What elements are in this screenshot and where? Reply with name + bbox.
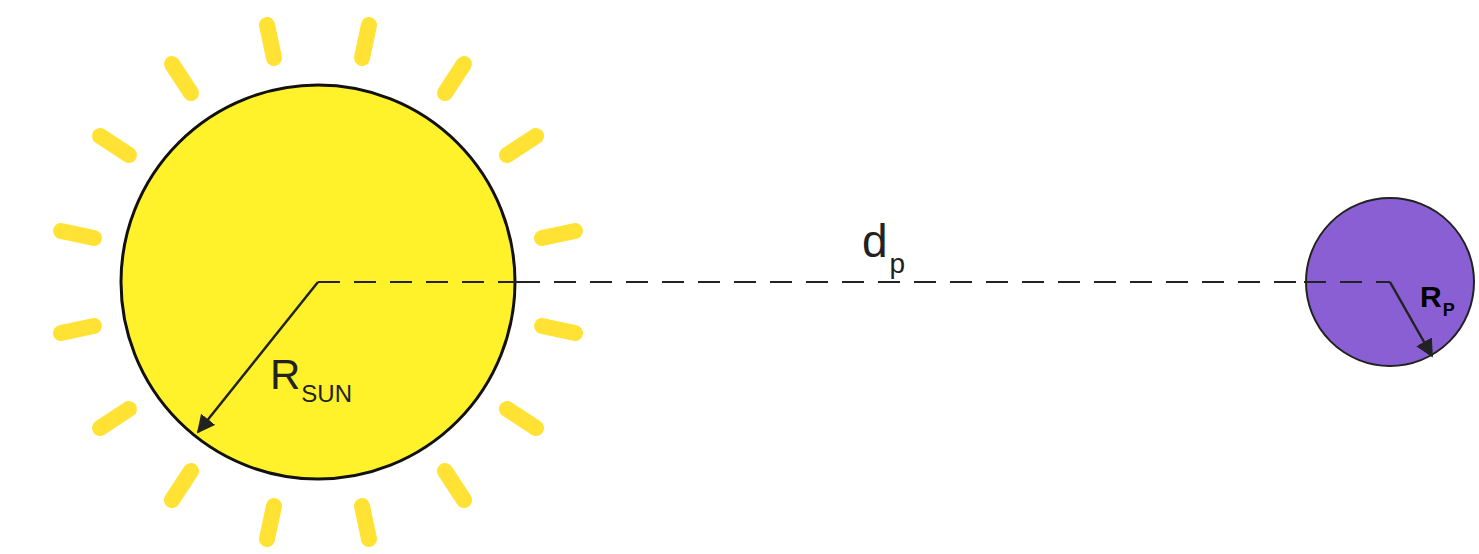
circle-outline [118, 82, 518, 482]
sun-circle: RSUN [118, 82, 518, 482]
radius-symbol: R [1420, 280, 1442, 313]
distance-subscript: p [890, 248, 906, 279]
distance-symbol: d [862, 215, 888, 267]
distance-label: dp [862, 218, 905, 264]
radius-label: RSUN [270, 354, 352, 396]
distance-line [518, 281, 1304, 283]
radius-subscript: SUN [301, 380, 352, 407]
radius-subscript: P [1443, 300, 1455, 320]
planet-circle: RP [1304, 196, 1476, 368]
radius-label: RP [1420, 282, 1455, 312]
radius-symbol: R [270, 351, 300, 398]
circle-outline [1304, 196, 1476, 368]
